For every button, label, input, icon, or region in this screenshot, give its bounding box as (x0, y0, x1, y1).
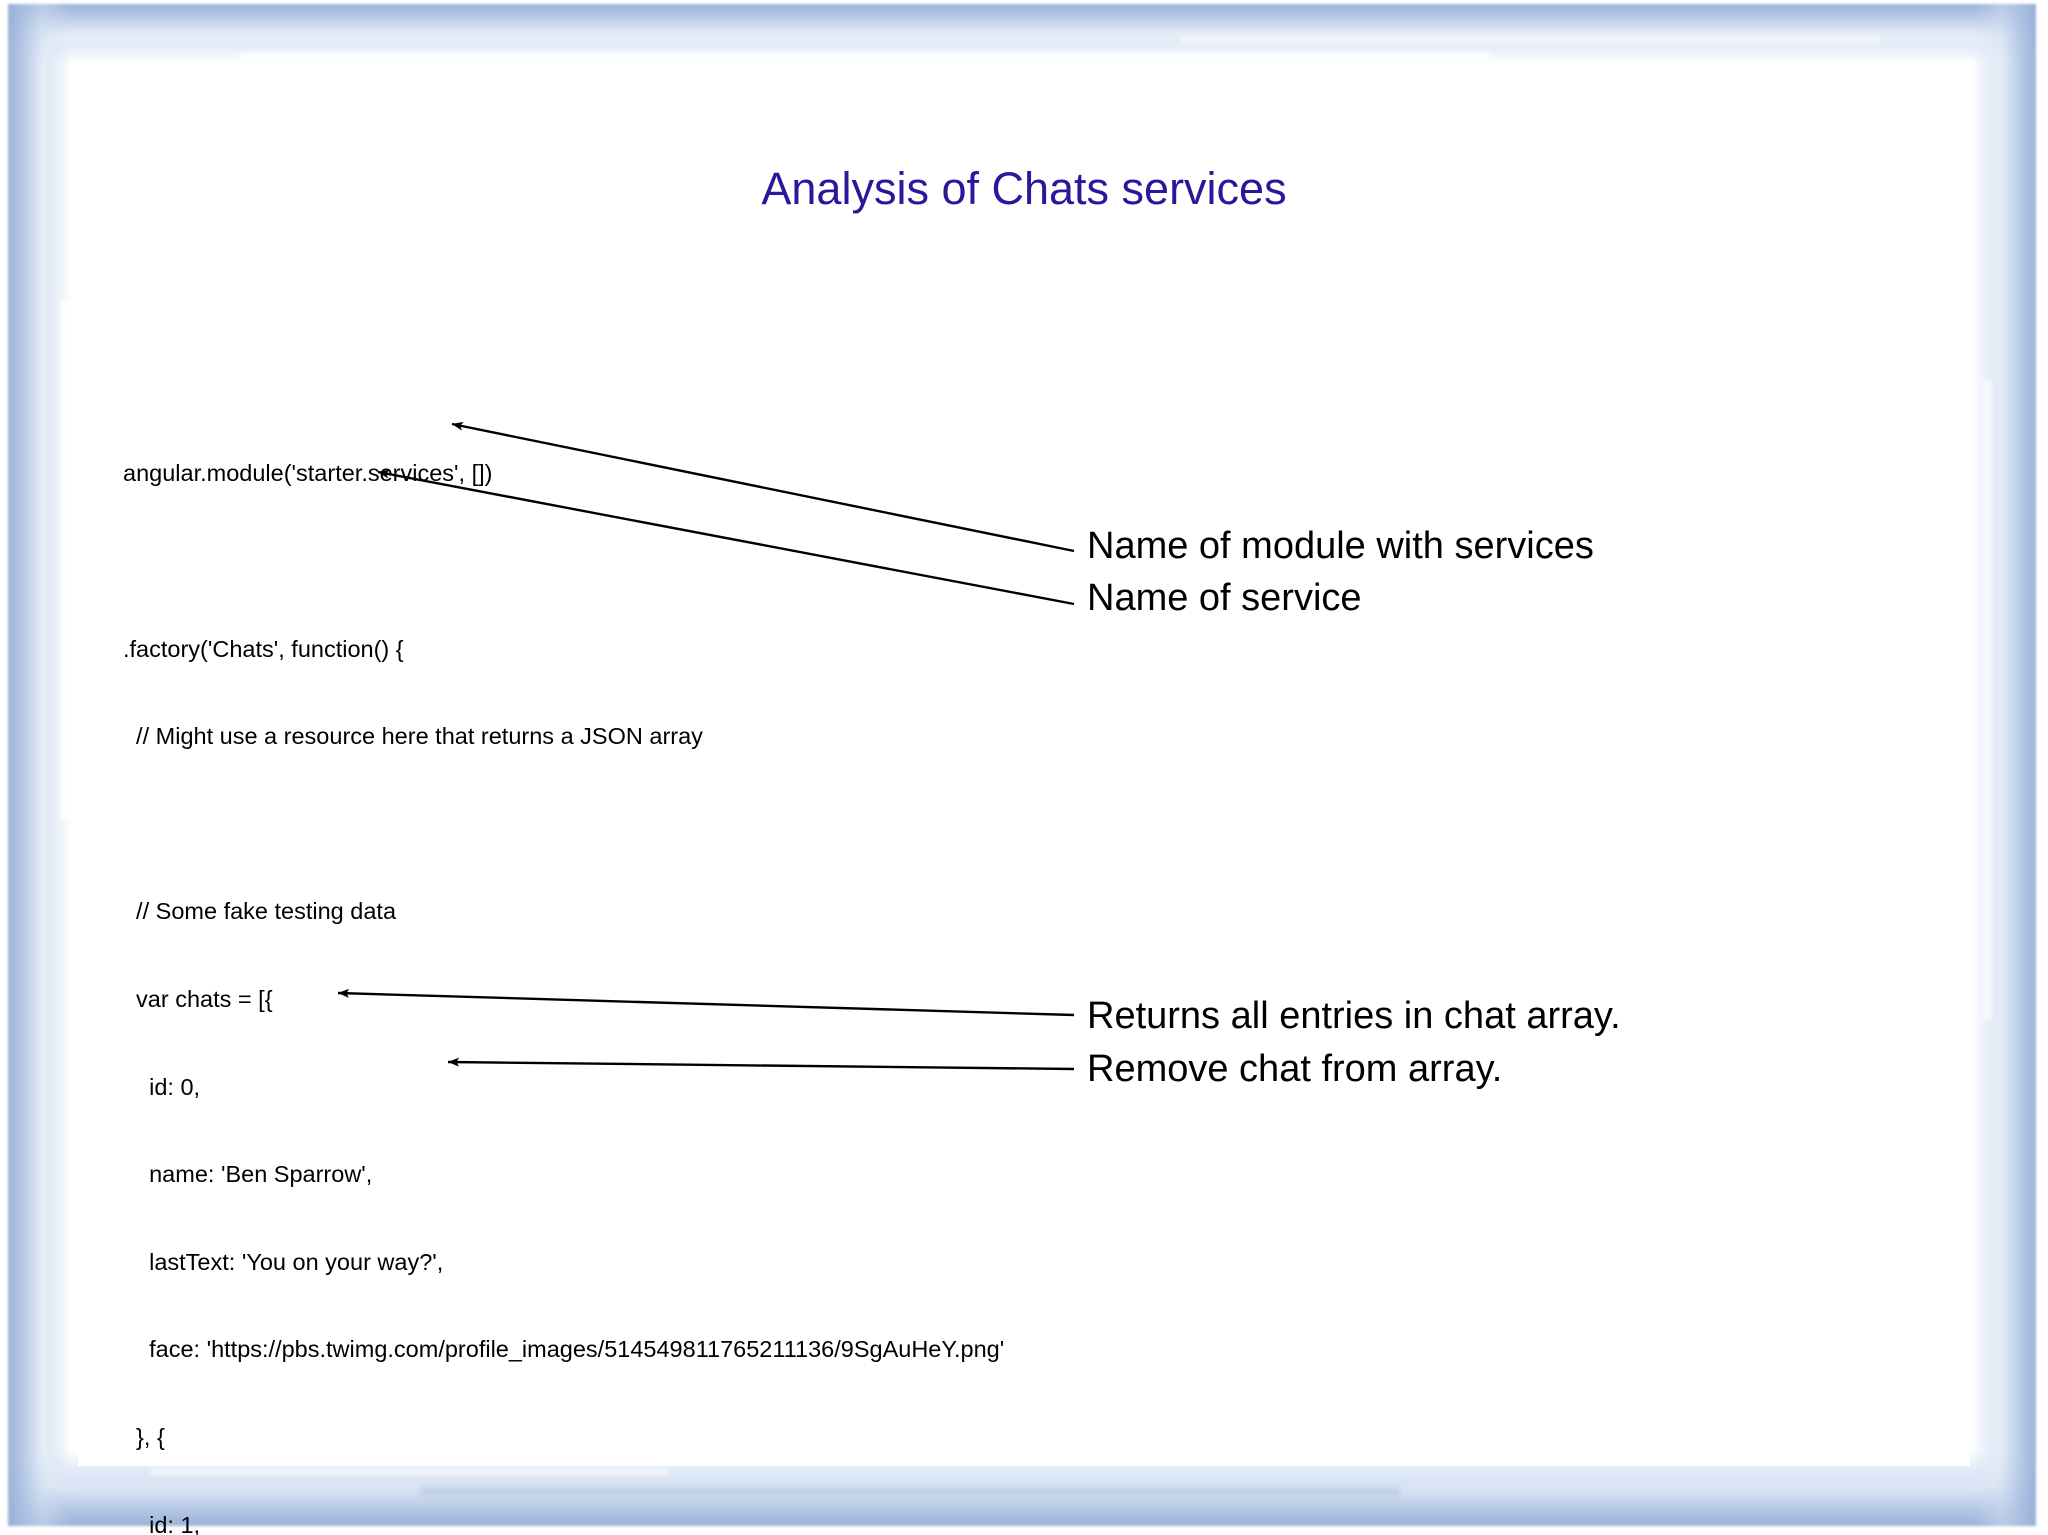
code-line: id: 1, (123, 1511, 201, 1535)
code-line: .factory('Chats', function() { (123, 635, 404, 662)
code-line: // Some fake testing data (123, 898, 397, 925)
page-title: Analysis of Chats services (761, 163, 1287, 214)
brush-streak-top-secondary (1180, 36, 1880, 43)
annotation-service-name: Name of service (1087, 577, 1362, 619)
code-line: angular.module('starter.services', []) (123, 460, 493, 487)
brush-streak-top (240, 52, 1490, 62)
code-line: // Might use a resource here that return… (123, 723, 703, 750)
code-line (123, 810, 1004, 839)
brush-streak-left (60, 300, 69, 820)
code-line: lastText: 'You on your way?', (123, 1248, 444, 1275)
code-line: face: 'https://pbs.twimg.com/profile_ima… (123, 1336, 1005, 1363)
code-line: var chats = [{ (123, 985, 273, 1012)
code-listing: angular.module('starter.services', []) .… (123, 401, 1004, 1535)
annotation-module-name: Name of module with services (1087, 525, 1594, 567)
annotation-all-function: Returns all entries in chat array. (1087, 995, 1621, 1037)
brush-streak-right (1984, 380, 1992, 1020)
code-line: }, { (123, 1423, 165, 1450)
code-line: name: 'Ben Sparrow', (123, 1161, 373, 1188)
annotation-remove-function: Remove chat from array. (1087, 1048, 1503, 1090)
code-line: id: 0, (123, 1073, 201, 1100)
code-line (123, 547, 1004, 576)
